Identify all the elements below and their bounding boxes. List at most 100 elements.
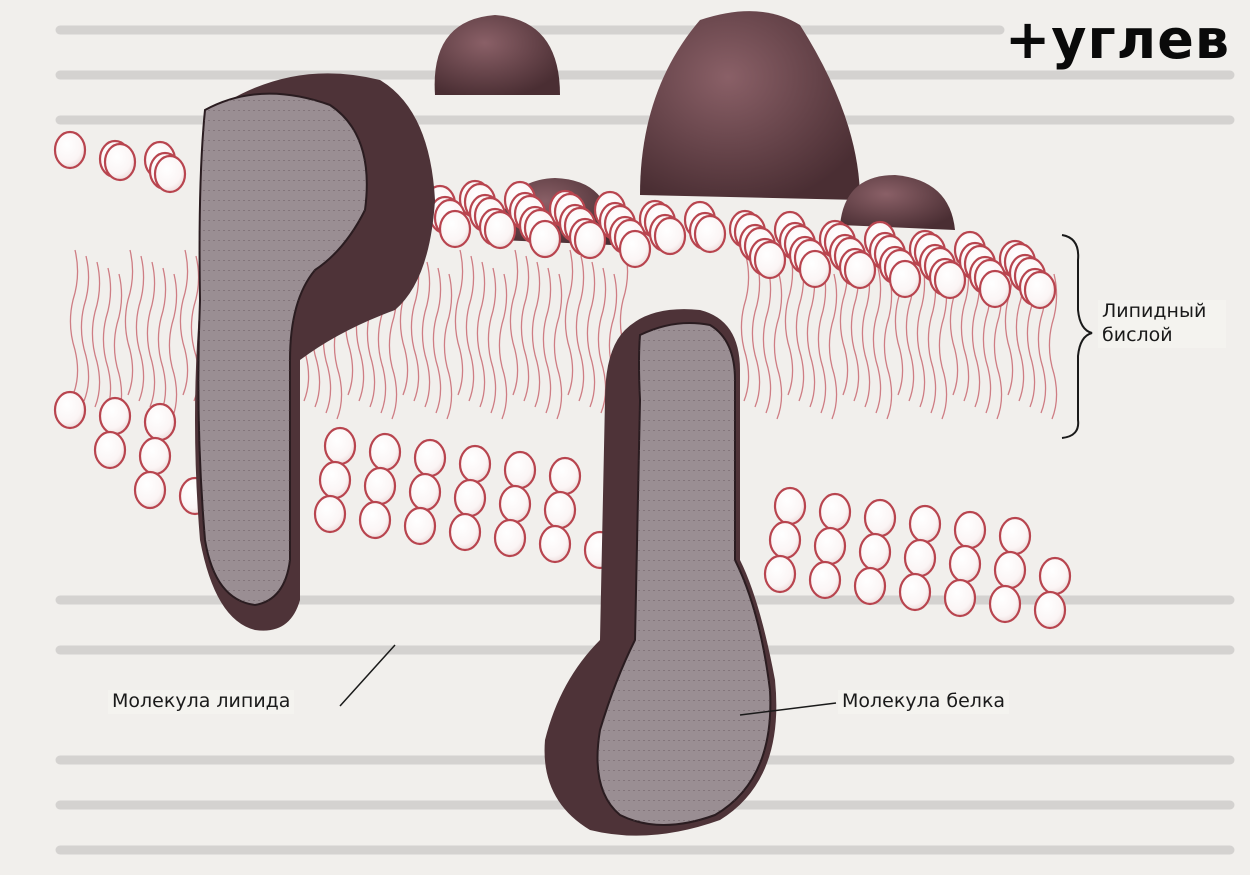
lipid-head bbox=[55, 132, 85, 168]
lipid-head bbox=[950, 546, 980, 582]
lipid-tail bbox=[510, 250, 517, 395]
lipid-head bbox=[810, 562, 840, 598]
lipid-tail bbox=[587, 262, 594, 407]
overlay-annotation: +углев bbox=[1005, 8, 1230, 71]
lipid-tail bbox=[180, 250, 187, 395]
lipid-head bbox=[440, 211, 470, 247]
lipid-head bbox=[1025, 272, 1055, 308]
lipid-head bbox=[1000, 518, 1030, 554]
lipid-head bbox=[500, 486, 530, 522]
lipid-tail bbox=[488, 268, 495, 413]
lipid-head bbox=[505, 452, 535, 488]
lipid-molecule-label: Молекула липида bbox=[108, 690, 294, 714]
lipid-head bbox=[990, 586, 1020, 622]
bilayer-bracket bbox=[1062, 235, 1092, 438]
lipid-head bbox=[910, 506, 940, 542]
lipid-bilayer-label-line1: Липидный bbox=[1102, 300, 1206, 322]
lipid-tail bbox=[158, 268, 165, 413]
lipid-tail bbox=[763, 268, 770, 413]
lipid-tail bbox=[147, 262, 154, 407]
lipid-head bbox=[360, 502, 390, 538]
lipid-tail bbox=[70, 250, 77, 395]
lipid-head bbox=[530, 221, 560, 257]
lipid-head bbox=[980, 271, 1010, 307]
lipid-head bbox=[945, 580, 975, 616]
lipid-tail bbox=[741, 256, 748, 401]
lipid-head bbox=[865, 500, 895, 536]
lipid-tail bbox=[598, 268, 605, 413]
lipid-head bbox=[315, 496, 345, 532]
protein-molecule-label: Молекула белка bbox=[838, 690, 1009, 714]
lipid-head bbox=[1040, 558, 1070, 594]
lipid-head bbox=[495, 520, 525, 556]
lipid-head bbox=[955, 512, 985, 548]
lipid-head bbox=[765, 556, 795, 592]
lipid-head bbox=[140, 438, 170, 474]
lipid-head bbox=[995, 552, 1025, 588]
lipid-tail bbox=[81, 256, 88, 401]
lipid-head bbox=[320, 462, 350, 498]
lipid-tail bbox=[103, 268, 110, 413]
lipid-tail bbox=[477, 262, 484, 407]
lipid-tail bbox=[455, 250, 462, 395]
lipid-head bbox=[55, 392, 85, 428]
lipid-head bbox=[100, 398, 130, 434]
lipid-tail bbox=[554, 274, 561, 419]
lipid-tail bbox=[543, 268, 550, 413]
lipid-head bbox=[95, 432, 125, 468]
lipid-head bbox=[455, 480, 485, 516]
lipid-head bbox=[410, 474, 440, 510]
lipid-tail bbox=[565, 250, 572, 395]
lipid-tail bbox=[829, 274, 836, 419]
lipid-head bbox=[695, 216, 725, 252]
lipid-head bbox=[1035, 592, 1065, 628]
lipid-head bbox=[550, 458, 580, 494]
lipid-head bbox=[845, 252, 875, 288]
lipid-tail bbox=[884, 274, 891, 419]
lipid-tail bbox=[499, 274, 506, 419]
lipid-head bbox=[370, 434, 400, 470]
lipid-tail bbox=[752, 262, 759, 407]
lipid-tail bbox=[125, 250, 132, 395]
lipid-head bbox=[815, 528, 845, 564]
lipid-head bbox=[575, 222, 605, 258]
lipid-tail bbox=[136, 256, 143, 401]
lipid-head bbox=[450, 514, 480, 550]
lipid-head bbox=[415, 440, 445, 476]
lipid-tail bbox=[774, 274, 781, 419]
lipid-head bbox=[900, 574, 930, 610]
lipid-head bbox=[485, 212, 515, 248]
lipid-tail bbox=[873, 268, 880, 413]
lipid-head bbox=[890, 261, 920, 297]
lipid-tail bbox=[466, 256, 473, 401]
lipid-bilayer-label: Липидный бислой bbox=[1098, 300, 1226, 348]
lipid-head bbox=[855, 568, 885, 604]
lipid-head bbox=[620, 231, 650, 267]
lipid-head bbox=[105, 144, 135, 180]
lipid-head bbox=[325, 428, 355, 464]
lipid-head bbox=[145, 404, 175, 440]
lipid-head bbox=[820, 494, 850, 530]
lipid-tail bbox=[169, 274, 176, 419]
lipid-head bbox=[905, 540, 935, 576]
lipid-head bbox=[935, 262, 965, 298]
lipid-head bbox=[460, 446, 490, 482]
lipid-head bbox=[775, 488, 805, 524]
lipid-head bbox=[800, 251, 830, 287]
transmembrane-protein-right bbox=[545, 309, 777, 835]
lipid-tail bbox=[785, 250, 792, 395]
lipid-head bbox=[540, 526, 570, 562]
lipid-tail bbox=[521, 256, 528, 401]
lipid-head bbox=[655, 218, 685, 254]
lipid-tail bbox=[444, 274, 451, 419]
lipid-tail bbox=[92, 262, 99, 407]
lipid-tail bbox=[433, 268, 440, 413]
lipid-head bbox=[860, 534, 890, 570]
lipid-tail bbox=[818, 268, 825, 413]
lipid-head bbox=[365, 468, 395, 504]
lipid-tail bbox=[576, 256, 583, 401]
lipid-head bbox=[135, 472, 165, 508]
lipid-head bbox=[755, 242, 785, 278]
lipid-head bbox=[770, 522, 800, 558]
